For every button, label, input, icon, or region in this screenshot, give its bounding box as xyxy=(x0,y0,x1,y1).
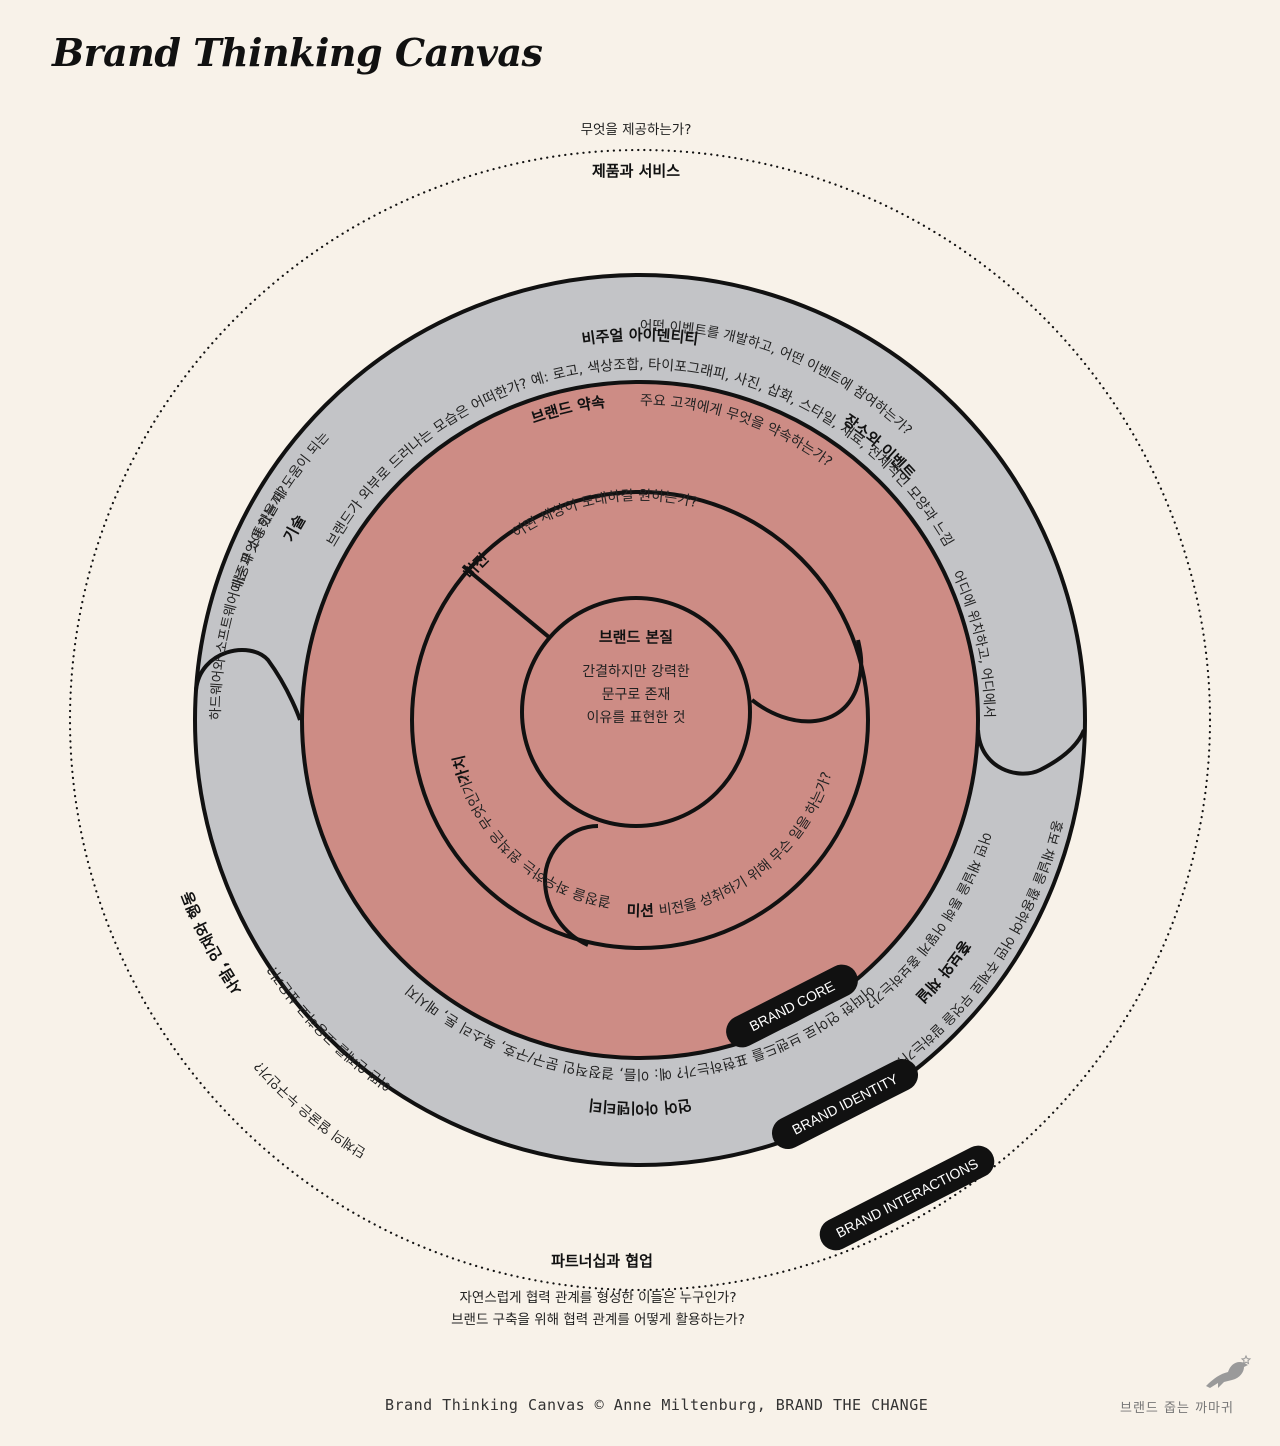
partnerships-title: 파트너십과 협업 xyxy=(551,1252,653,1270)
svg-text:언어 아이덴티티: 언어 아이덴티티 xyxy=(588,1096,693,1117)
essence-line-3: 이유를 표현한 것 xyxy=(586,710,685,726)
footer-credit: Brand Thinking Canvas © Anne Miltenburg,… xyxy=(385,1396,929,1414)
essence-title: 브랜드 본질 xyxy=(599,628,673,646)
identity-right-curve xyxy=(976,729,1086,776)
svg-text:미션: 미션 xyxy=(626,902,654,920)
brand-interactions-label: BRAND INTERACTIONS xyxy=(833,1155,980,1241)
essence-line-1: 간결하지만 강력한 xyxy=(582,664,690,680)
footer-brand: 브랜드 줍는 까마귀 xyxy=(1120,1401,1234,1416)
products-title: 제품과 서비스 xyxy=(592,162,680,180)
inner-ring xyxy=(410,490,870,950)
partnerships-question-2: 브랜드 구축을 위해 협력 관계를 어떻게 활용하는가? xyxy=(451,1312,745,1328)
partnerships-question-1: 자연스럽게 협력 관계를 형성한 이들은 누구인가? xyxy=(459,1290,736,1306)
products-question: 무엇을 제공하는가? xyxy=(581,122,692,138)
svg-text:단체의 얼굴은 누구인가?: 단체의 얼굴은 누구인가? xyxy=(251,1058,369,1161)
people-question-1: 단체의 얼굴은 누구인가? xyxy=(251,1058,369,1161)
mission-lobe xyxy=(542,824,599,947)
verbal-identity-title: 언어 아이덴티티 xyxy=(588,1096,693,1117)
brand-interactions-pill: BRAND INTERACTIONS xyxy=(819,1145,995,1251)
essence-line-2: 문구로 존재 xyxy=(602,687,671,703)
crow-icon xyxy=(1206,1354,1252,1388)
visual-identity-title: 비주얼 아이덴티티 xyxy=(581,326,700,348)
vision-lobe xyxy=(750,639,864,724)
vision-values-divider xyxy=(461,564,552,640)
mission-title: 미션 xyxy=(626,902,654,920)
interactions-circle xyxy=(68,148,1212,1292)
essence-circle xyxy=(520,596,752,828)
svg-text:비주얼 아이덴티티: 비주얼 아이덴티티 xyxy=(581,326,700,348)
identity-left-curve xyxy=(194,648,302,721)
page-title: Brand Thinking Canvas xyxy=(52,30,543,75)
